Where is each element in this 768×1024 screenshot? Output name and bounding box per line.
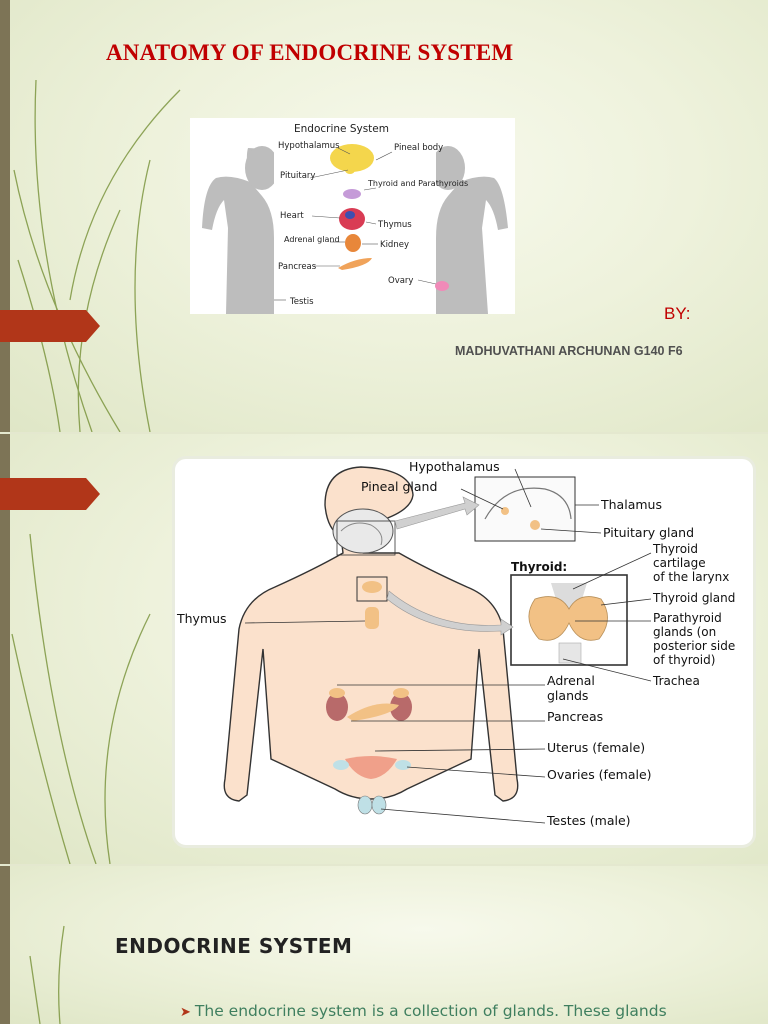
label-testes: Testes (male) <box>546 813 631 828</box>
adrenal-right <box>390 693 412 721</box>
brain-inset <box>474 476 576 542</box>
label-thymus: Thymus <box>176 611 227 626</box>
slide-edge-bar <box>0 0 10 432</box>
endocrine-glands-figure: Hypothalamus Pineal gland Thalamus Pitui… <box>172 456 756 848</box>
uterus-shape <box>345 756 397 779</box>
slide-edge-bar <box>0 866 10 1024</box>
endocrine-system-figure: Endocrine System <box>190 118 515 314</box>
label-pituitary: Pituitary <box>280 171 315 181</box>
label-pancreas: Pancreas <box>547 709 603 724</box>
kidney-shape <box>345 234 361 252</box>
label-kidney: Kidney <box>380 240 409 250</box>
by-label: BY: <box>664 304 691 323</box>
label-hypothalamus: Hypothalamus <box>409 459 500 474</box>
slide-2: Hypothalamus Pineal gland Thalamus Pitui… <box>0 434 768 864</box>
label-ovary: Ovary <box>388 276 413 286</box>
label-thyroid-cartilage-3: of the larynx <box>653 570 729 584</box>
slide-3: ENDOCRINE SYSTEM ➤The endocrine system i… <box>0 866 768 1024</box>
label-thymus: Thymus <box>377 220 412 230</box>
label-hypothalamus: Hypothalamus <box>278 141 340 151</box>
label-heart: Heart <box>280 211 304 221</box>
label-parathyroid-4: of thyroid) <box>653 653 715 667</box>
slide-edge-bar <box>0 434 10 864</box>
body-silhouette <box>223 466 519 802</box>
thyroid-shape <box>343 189 361 199</box>
label-thyroid: Thyroid and Parathyroids <box>367 179 468 188</box>
label-pituitary-gland: Pituitary gland <box>603 525 694 540</box>
label-thyroid-cartilage-2: cartilage <box>653 556 706 570</box>
label-adrenal-2: glands <box>547 688 588 703</box>
label-pancreas: Pancreas <box>278 262 317 272</box>
decorative-arrow <box>0 310 100 342</box>
label-thyroid-heading: Thyroid: <box>511 560 567 574</box>
author-name: MADHUVATHANI ARCHUNAN G140 F6 <box>455 344 683 358</box>
label-trachea: Trachea <box>652 674 700 688</box>
pancreas-shape <box>347 703 399 721</box>
testes-shape <box>357 795 373 815</box>
label-ovaries: Ovaries (female) <box>547 767 652 782</box>
label-uterus: Uterus (female) <box>547 740 645 755</box>
label-testis: Testis <box>289 297 314 307</box>
figure-title: Endocrine System <box>294 123 389 135</box>
label-adrenal-gland: Adrenal gland <box>284 235 340 244</box>
adrenal-left <box>326 693 348 721</box>
slide-title: ANATOMY OF ENDOCRINE SYSTEM <box>106 40 514 65</box>
label-thalamus: Thalamus <box>600 497 662 512</box>
heart-shape <box>339 208 365 230</box>
thymus-shape <box>365 607 379 629</box>
label-adrenal-1: Adrenal <box>547 673 595 688</box>
label-thyroid-cartilage-1: Thyroid <box>652 542 698 556</box>
section-heading: ENDOCRINE SYSTEM <box>115 934 353 958</box>
decorative-arrow <box>0 478 100 510</box>
pancreas-shape <box>338 258 372 270</box>
brain-shape <box>332 508 394 554</box>
thyroid-small <box>362 581 382 593</box>
label-thyroid-gland: Thyroid gland <box>652 591 735 605</box>
slide-1: ANATOMY OF ENDOCRINE SYSTEM Endocrine Sy… <box>0 0 768 432</box>
label-pineal-body: Pineal body <box>394 143 443 153</box>
bullet-text: The endocrine system is a collection of … <box>194 1002 667 1020</box>
label-pineal-gland: Pineal gland <box>361 479 437 494</box>
bullet-item: ➤The endocrine system is a collection of… <box>180 1002 667 1020</box>
arrow-bullet-icon: ➤ <box>180 1005 191 1020</box>
label-parathyroid-2: glands (on <box>653 625 716 639</box>
male-silhouette <box>202 176 274 314</box>
ovary-shape <box>435 281 449 291</box>
label-parathyroid-3: posterior side <box>653 639 735 653</box>
brain-shape <box>330 144 374 172</box>
female-silhouette <box>436 176 508 314</box>
label-parathyroid-1: Parathyroid <box>653 611 722 625</box>
